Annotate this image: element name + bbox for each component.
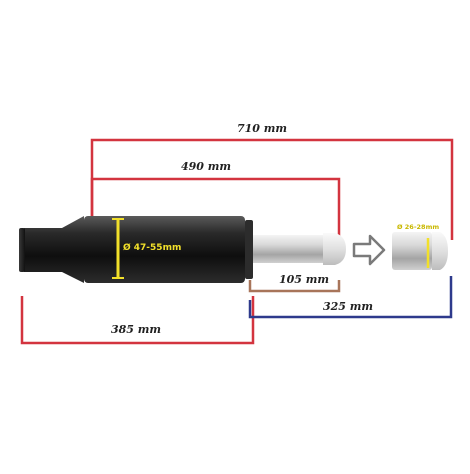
rod-end-diameter-label: Ø 26-28mm <box>397 223 440 231</box>
cylinder-top-collar <box>245 220 253 279</box>
cylinder-lower-body <box>24 216 84 283</box>
overall-length-label: 710 mm <box>236 122 288 135</box>
piston-rod <box>253 235 323 263</box>
rod-end-detail-shaft <box>392 232 432 270</box>
right-arrow-icon <box>352 234 386 266</box>
cylinder-bottom-end <box>19 228 25 272</box>
cylinder-length-label: 490 mm <box>180 160 232 173</box>
cylinder-length-bracket <box>90 177 341 238</box>
extension-length-bracket <box>248 276 453 319</box>
body-diameter-label: Ø 47-55mm <box>123 243 182 253</box>
extension-length-label: 325 mm <box>322 300 374 313</box>
rod-end-cap <box>323 233 346 265</box>
cylinder-upper-body <box>84 216 245 283</box>
rod-end-detail-cap <box>432 232 448 270</box>
lower-length-bracket <box>20 296 255 345</box>
stroke-length-bracket <box>248 280 341 293</box>
rod-end-detail <box>392 232 448 270</box>
lower-length-label: 385 mm <box>110 323 162 336</box>
gas-lift-cylinder <box>19 216 346 283</box>
stroke-length-label: 105 mm <box>278 273 330 286</box>
